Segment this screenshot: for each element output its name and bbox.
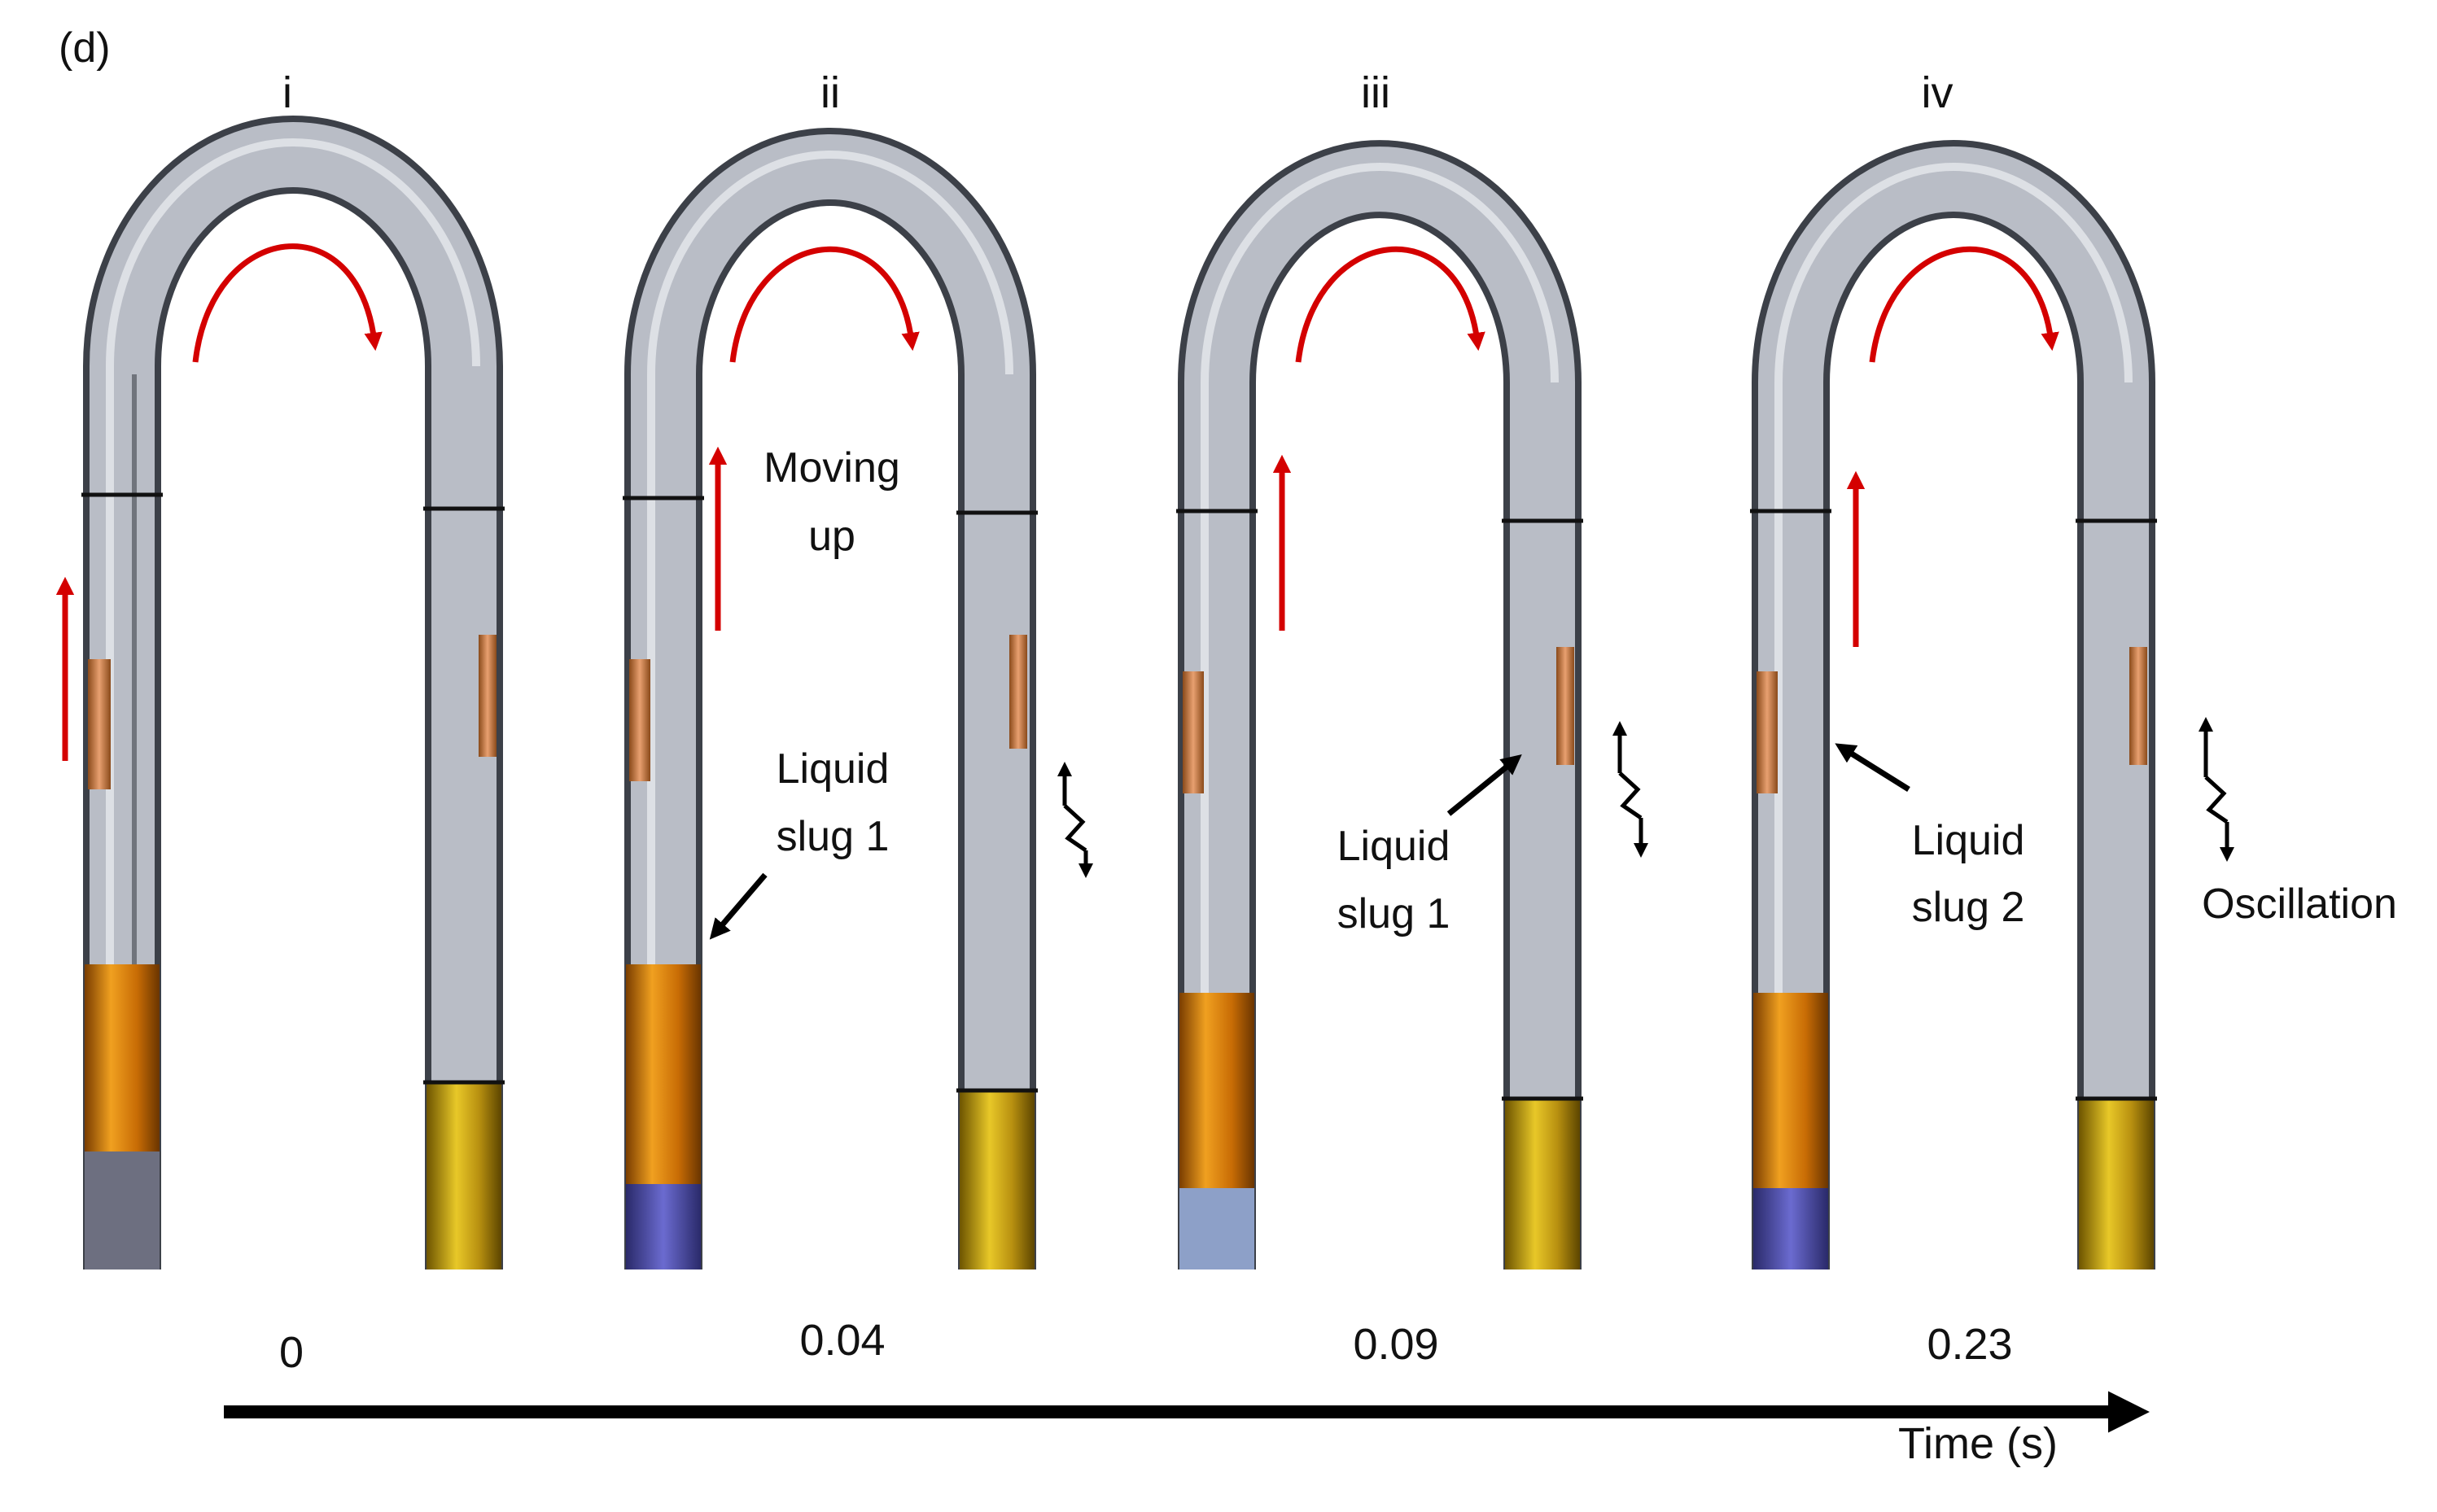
pointer-arrow [709,872,768,940]
copper-coil [1009,635,1027,749]
circulation-arrow [729,246,920,363]
oscillation-symbol [1057,762,1093,878]
copper-coil [629,659,650,781]
heater-tape [626,964,701,1184]
circulation-arrow [1295,246,1485,363]
copper-coil [479,635,497,757]
u-tube [623,128,1038,1269]
pointer-arrow [1446,754,1522,816]
liquid-slug-1-label-line2: slug 1 [1337,890,1450,937]
frame-numeral: iv [1922,68,1954,117]
time-value: 0 [279,1328,304,1377]
liquid-slug-1-label-line2: slug 1 [777,813,890,860]
oscillation-symbol [2199,717,2234,862]
condenser-tape [960,1090,1035,1269]
circulation-arrow [192,243,383,363]
circulation-arrow [1869,246,2059,363]
condenser-tape [427,1082,501,1269]
panel-label: (d) [59,24,111,72]
liquid-slug-1-label: Liquid [777,745,890,793]
u-tube [81,116,505,1269]
frame-i: i 0 [55,68,505,1377]
frame-numeral: ii [820,68,840,117]
condenser-tape [2079,1099,2154,1269]
moving-up-label: Moving [763,444,900,492]
u-tube [1176,140,1583,1269]
u-tube [1750,140,2157,1269]
heater-tape [1753,993,1828,1188]
oscillation-label: Oscillation [2202,881,2397,928]
copper-coil [1757,671,1778,793]
blue-band [626,1184,701,1269]
frame-numeral: i [282,68,292,117]
blue-band [1753,1188,1828,1269]
blue-band [1179,1188,1254,1269]
time-axis: Time (s) [224,1391,2150,1468]
time-value: 0.04 [799,1316,885,1365]
moving-up-label-line2: up [808,513,855,560]
copper-coil [1556,647,1574,765]
oscillation-symbol [1612,721,1648,858]
condenser-tape [1505,1099,1580,1269]
time-value: 0.09 [1353,1320,1438,1369]
blue-band [85,1151,160,1269]
copper-coil [88,659,111,789]
copper-coil [1183,671,1204,793]
time-value: 0.23 [1927,1320,2012,1369]
frame-ii: ii Moving up Liquid slug 1 0.04 [623,68,1093,1365]
pointer-arrow [1835,743,1910,792]
liquid-slug-2-label: Liquid [1912,817,2025,864]
time-axis-label: Time (s) [1898,1419,2058,1468]
frame-iv: iv Liquid slug 2 Oscillation 0.23 [1750,68,2397,1369]
liquid-slug-1-label: Liquid [1337,823,1450,870]
frame-numeral: iii [1361,68,1390,117]
heater-tape [85,964,160,1151]
copper-coil [2129,647,2147,765]
frame-iii: iii Liquid slug 1 0.09 [1176,68,1648,1369]
liquid-slug-2-label-line2: slug 2 [1912,884,2025,931]
heater-tape [1179,993,1254,1188]
